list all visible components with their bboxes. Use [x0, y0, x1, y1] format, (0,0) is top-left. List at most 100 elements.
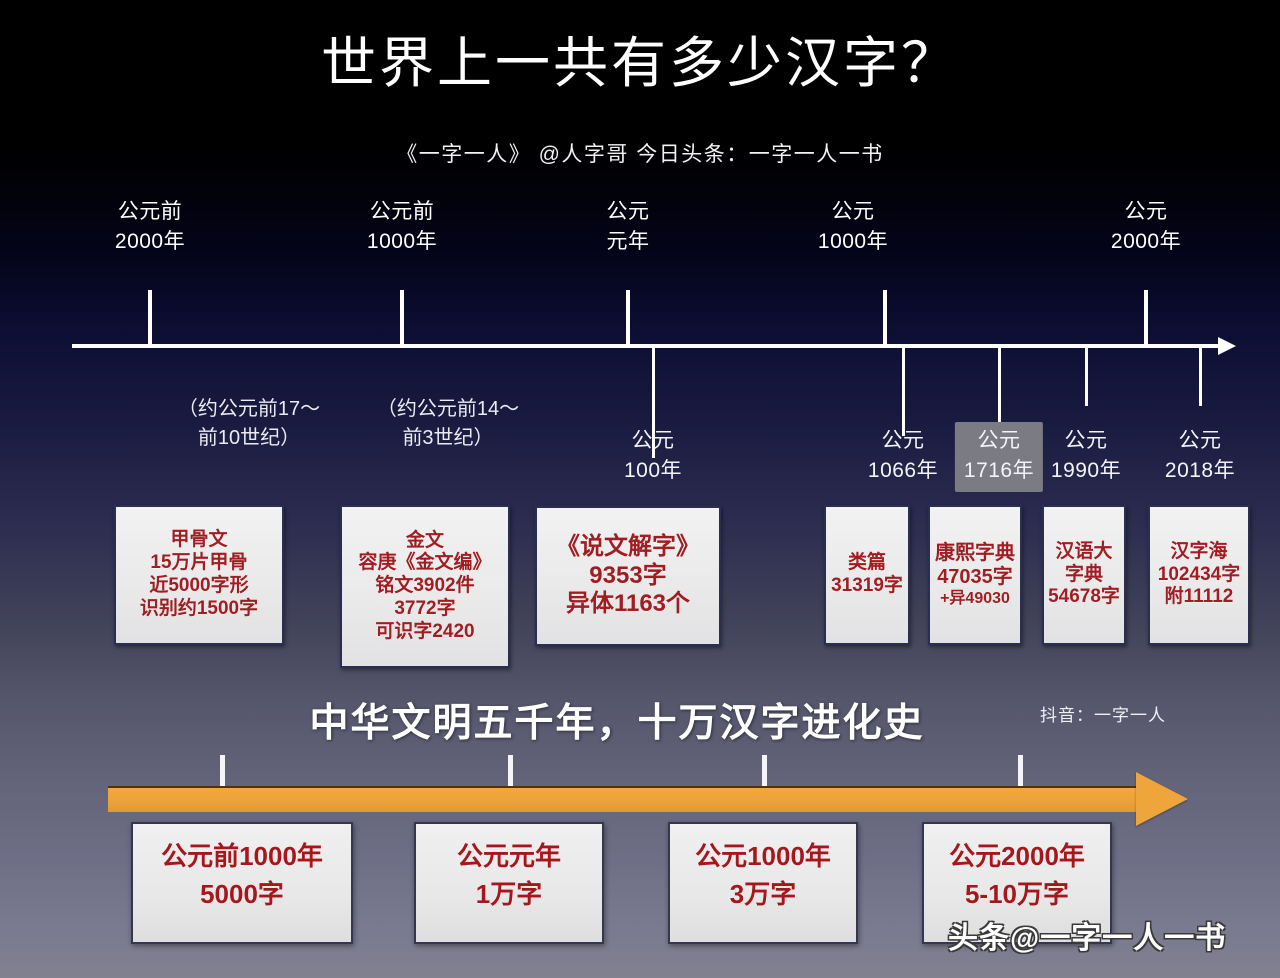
- era-label-line1: 公元: [881, 429, 925, 452]
- century-note-line1: （约公元前14～: [376, 398, 520, 420]
- tick-down-1: [902, 346, 905, 436]
- era-label-line1: 公元: [977, 429, 1021, 452]
- card-line: 15万片甲骨: [150, 552, 248, 574]
- era-label-line2: 2000年: [1110, 229, 1182, 253]
- lower-tick-2: [762, 755, 767, 791]
- card-line: 类篇: [847, 552, 886, 574]
- tick-up-3: [883, 290, 887, 346]
- card-line: 铭文3902件: [375, 575, 475, 597]
- tick-down-2: [998, 346, 1001, 422]
- era-label-line1: 公元前: [117, 200, 183, 223]
- era-card-year-1000: 公元1000年 3万字: [668, 822, 858, 944]
- card-line: 容庚《金文编》: [358, 552, 492, 574]
- card-line: 字典: [1064, 563, 1103, 585]
- era-label-top-0: 公元前 2000年: [115, 197, 185, 257]
- era-label-top-4: 公元 2000年: [1111, 197, 1181, 257]
- card-line: 102434字: [1157, 563, 1241, 585]
- card-line: 识别约1500字: [139, 597, 259, 619]
- era-label-line2: 1000年: [817, 229, 889, 253]
- century-note-line1: （约公元前17～: [177, 398, 321, 420]
- card-line: 汉字海: [1170, 540, 1228, 562]
- lower-timeline-arrowhead: [1136, 772, 1188, 826]
- page-title: 世界上一共有多少汉字？: [320, 32, 959, 94]
- era-card-line: 1万字: [475, 878, 543, 909]
- era-card-line: 公元元年: [456, 841, 561, 871]
- card-line: 甲骨文: [170, 529, 228, 551]
- era-card-line: 公元1000年: [695, 841, 831, 871]
- tick-down-3: [1085, 346, 1088, 406]
- card-line: 汉语大: [1055, 540, 1113, 562]
- century-note-line2: 前10世纪）: [197, 427, 301, 449]
- card-line: 3772字: [394, 597, 456, 619]
- tick-up-0: [148, 290, 152, 346]
- era-card-year-2000: 公元2000年 5-10万字: [922, 822, 1112, 944]
- tick-up-1: [400, 290, 404, 346]
- era-label-line2: 1066年: [867, 458, 939, 482]
- douyin-handle: 抖音：一字一人: [1040, 706, 1166, 725]
- era-card-line: 5000字: [200, 878, 284, 909]
- era-label-top-3: 公元 1000年: [818, 197, 888, 257]
- era-label-top-1: 公元前 1000年: [367, 197, 437, 257]
- lower-tick-0: [220, 755, 225, 791]
- lower-timeline-bar: [108, 786, 1138, 812]
- card-line: 金文: [405, 529, 444, 551]
- era-label-line2: 100年: [623, 458, 683, 482]
- era-label-line2: 2018年: [1164, 458, 1236, 482]
- watermark: 头条@一字一人一书: [948, 922, 1227, 955]
- card-line: 异体1163个: [565, 590, 691, 618]
- page-subtitle: 《一字一人》 @人字哥 今日头条：一字一人一书: [396, 143, 884, 166]
- card-line: 《说文解字》: [556, 532, 700, 560]
- century-note-line2: 前3世纪）: [402, 427, 494, 449]
- tick-down-4: [1199, 346, 1202, 406]
- era-label-bottom-2: 公元 1716年: [954, 422, 1044, 492]
- card-shuowen-jiezi: 《说文解字》9353字异体1163个: [535, 506, 721, 646]
- era-label-line1: 公元前: [369, 200, 435, 223]
- era-label-line2: 元年: [606, 229, 650, 253]
- era-label-bottom-1: 公元 1066年: [868, 426, 938, 486]
- banner-headline: 中华文明五千年，十万汉字进化史: [309, 702, 925, 745]
- lower-tick-3: [1018, 755, 1023, 791]
- era-label-line2: 1000年: [366, 229, 438, 253]
- tick-up-4: [1144, 290, 1148, 346]
- card-line: 31319字: [831, 575, 903, 596]
- card-line: 康熙字典: [935, 542, 1015, 565]
- card-line: 近5000字形: [149, 575, 249, 596]
- century-note-0: （约公元前17～ 前10世纪）: [178, 395, 320, 453]
- era-label-line1: 公元: [1178, 429, 1222, 452]
- era-card-line: 5-10万字: [964, 878, 1070, 909]
- card-line: 54678字: [1048, 586, 1120, 608]
- card-line: 9353字: [589, 561, 667, 589]
- era-label-line1: 公元: [831, 200, 875, 223]
- tick-up-2: [626, 290, 630, 346]
- era-label-line2: 1990年: [1050, 458, 1122, 482]
- era-label-line1: 公元: [606, 200, 650, 223]
- century-note-1: （约公元前14～ 前3世纪）: [377, 395, 519, 453]
- era-card-year-1: 公元元年 1万字: [414, 822, 604, 944]
- card-line: 47035字: [937, 566, 1013, 589]
- era-label-bottom-4: 公元 2018年: [1165, 426, 1235, 486]
- era-card-line: 公元前1000年: [161, 841, 323, 871]
- era-label-bottom-3: 公元 1990年: [1051, 426, 1121, 486]
- era-label-line1: 公元: [1124, 200, 1168, 223]
- card-line: 附11112: [1164, 586, 1234, 608]
- era-label-line1: 公元: [1064, 429, 1108, 452]
- era-label-line2: 2000年: [114, 229, 186, 253]
- era-card-line: 公元2000年: [949, 841, 1085, 871]
- upper-timeline-arrowhead: [1218, 337, 1236, 355]
- tick-down-0: [652, 346, 655, 458]
- era-card-line: 3万字: [729, 878, 797, 909]
- lower-tick-1: [508, 755, 513, 791]
- era-label-top-2: 公元元年: [607, 197, 650, 257]
- card-line-small: +异49030: [940, 590, 1010, 608]
- era-card-bc-1000: 公元前1000年 5000字: [131, 822, 353, 944]
- upper-timeline-axis: [72, 344, 1222, 348]
- era-label-line2: 1716年: [963, 458, 1035, 482]
